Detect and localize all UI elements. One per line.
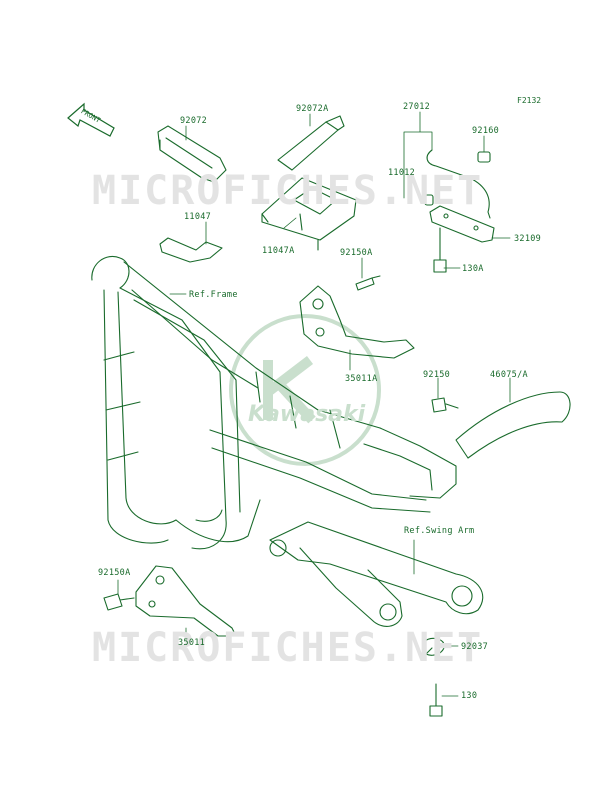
label-92160: 92160 (472, 126, 500, 136)
label-92150a-bottom: 92150A (98, 568, 131, 578)
label-35011a: 35011A (345, 374, 378, 384)
part-92150-bolt (431, 397, 459, 413)
part-92072-strap (157, 125, 227, 183)
label-27012: 27012 (403, 102, 431, 112)
label-92072a: 92072A (296, 104, 329, 114)
part-130a-bolt (433, 227, 447, 273)
part-27012-rod (426, 149, 491, 219)
part-92160-sleeve (477, 151, 491, 163)
label-11047: 11047 (184, 212, 212, 222)
label-46075a: 46075/A (490, 370, 528, 380)
part-130-bolt (429, 683, 443, 717)
label-92150: 92150 (423, 370, 451, 380)
label-ref-frame: Ref.Frame (189, 290, 238, 300)
part-92037-clip (423, 637, 445, 656)
watermark-bottom: MICROFICHES.NET (92, 625, 484, 671)
main-frame (91, 256, 457, 550)
logo-text: Kawasaki (248, 402, 366, 427)
part-92072a-pad (277, 115, 345, 171)
label-92037: 92037 (461, 642, 489, 652)
part-32109-bracket (429, 205, 495, 243)
kawasaki-logo (229, 314, 381, 466)
label-35011: 35011 (178, 638, 206, 648)
label-130a: 130A (462, 264, 484, 274)
label-130: 130 (461, 691, 478, 701)
label-92150a-top: 92150A (340, 248, 373, 258)
swing-arm (269, 521, 484, 627)
watermark-top: MICROFICHES.NET (92, 168, 484, 214)
label-11012: 11012 (388, 168, 416, 178)
label-ref-swing-arm: Ref.Swing Arm (404, 526, 475, 536)
part-92150a-bottom-bolt (103, 593, 135, 611)
label-92072: 92072 (180, 116, 208, 126)
figure-code: F2132 (517, 96, 542, 105)
part-46075a-guard (455, 391, 571, 459)
label-32109: 32109 (514, 234, 542, 244)
part-35011-bracket (135, 565, 237, 637)
label-11047a: 11047A (262, 246, 295, 256)
front-arrow-icon (67, 102, 115, 137)
part-11012-clip (424, 194, 434, 206)
part-11047-bracket (159, 237, 223, 263)
part-92150a-top-bolt (355, 275, 381, 291)
part-35011a-bracket (299, 285, 415, 359)
part-11047a-tray (261, 177, 357, 251)
leader-lines (117, 111, 511, 697)
